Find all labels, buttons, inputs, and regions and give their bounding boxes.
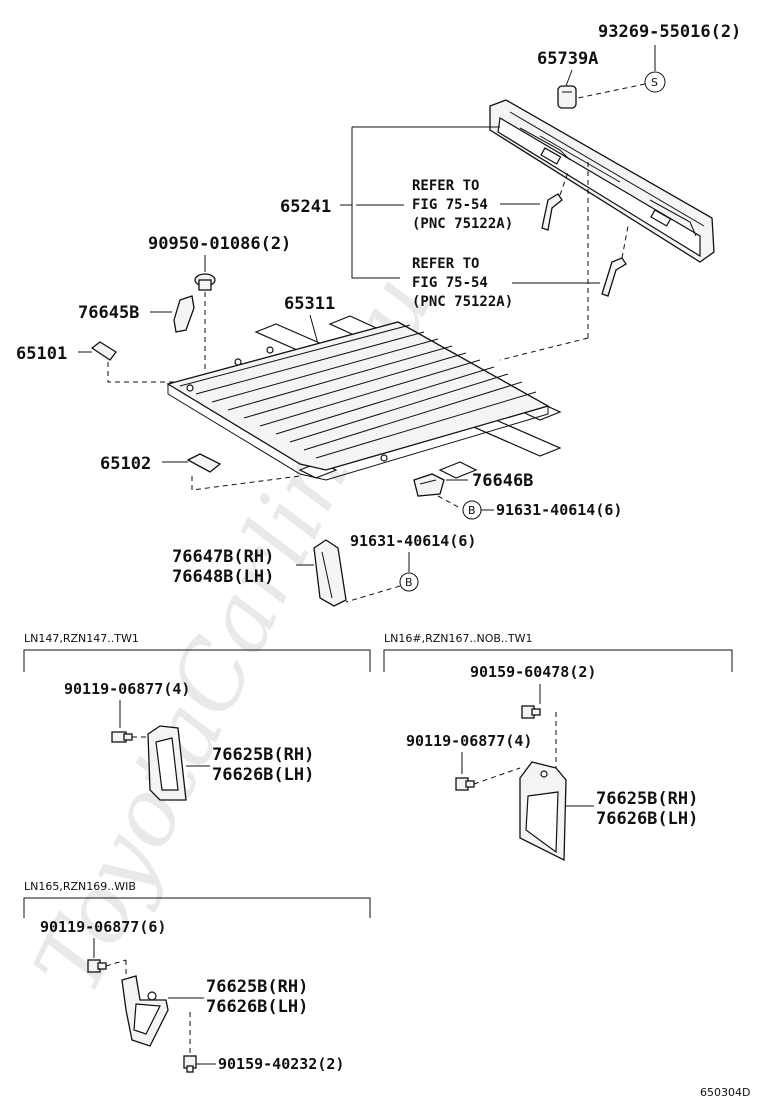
callout-b-2 [399,572,419,592]
part-65241-tailgate [489,99,715,263]
part-tailgate-cable-2 [601,257,627,297]
section3-label-76626b[interactable]: 76626B(LH) [206,997,308,1017]
label-91631-40614-b[interactable]: 91631-40614(6) [350,532,476,550]
part-76647b-guard [313,539,347,607]
section2-label-90159[interactable]: 90159-60478(2) [470,663,596,681]
part-tailgate-cable-1 [541,193,563,231]
section1-label-76626b[interactable]: 76626B(LH) [212,765,314,785]
section1-condition: LN147,RZN147..TW1 [24,632,139,645]
section1-part-mudguard [147,725,187,801]
refer-note-1-line3: (PNC 75122A) [412,216,513,232]
refer-note-2-line2: FIG 75-54 [412,275,488,291]
section3-label-90159[interactable]: 90159-40232(2) [218,1055,344,1073]
label-93269-55016[interactable]: 93269-55016(2) [598,22,741,42]
section3-part-bolt [87,959,107,973]
label-65311[interactable]: 65311 [284,294,335,314]
label-76647b[interactable]: 76647B(RH) [172,547,274,567]
section2-part-mudguard [519,761,567,862]
section2-condition: LN16#,RZN167..NOB..TW1 [384,632,532,645]
label-76646b[interactable]: 76646B [472,471,533,491]
refer-note-2-line1: REFER TO [412,256,479,272]
part-65101-plate [90,341,117,361]
label-65101[interactable]: 65101 [16,344,67,364]
part-65739a-clip [557,85,577,109]
figure-code: 650304D [700,1086,750,1099]
section2-part-bolt [455,777,475,791]
label-65739a[interactable]: 65739A [537,49,598,69]
section2-label-76625b[interactable]: 76625B(RH) [596,789,698,809]
svg-text:S: S [651,76,658,89]
label-76648b[interactable]: 76648B(LH) [172,567,274,587]
section1-label-90119[interactable]: 90119-06877(4) [64,680,190,698]
callout-s [644,71,666,93]
label-76645b[interactable]: 76645B [78,303,139,323]
part-65311-floor [166,315,562,481]
part-90950-grommet [194,273,216,291]
section2-label-76626b[interactable]: 76626B(LH) [596,809,698,829]
refer-note-1-line1: REFER TO [412,178,479,194]
part-76646b-bracket [413,473,445,497]
svg-text:B: B [405,576,413,589]
label-91631-40614-a[interactable]: 91631-40614(6) [496,501,622,519]
refer-note-1-line2: FIG 75-54 [412,197,488,213]
refer-note-2-line3: (PNC 75122A) [412,294,513,310]
label-65241[interactable]: 65241 [280,197,331,217]
section3-condition: LN165,RZN169..WIB [24,880,136,893]
section1-label-76625b[interactable]: 76625B(RH) [212,745,314,765]
section1-part-bolt [111,731,133,743]
svg-text:B: B [468,504,476,517]
section3-part-mudguard [121,975,169,1047]
section2-label-90119[interactable]: 90119-06877(4) [406,732,532,750]
section2-part-bolt-top [521,705,541,719]
section3-part-bolt-bottom [183,1055,197,1073]
section3-label-76625b[interactable]: 76625B(RH) [206,977,308,997]
label-65102[interactable]: 65102 [100,454,151,474]
label-90950-01086[interactable]: 90950-01086(2) [148,234,291,254]
part-76645b-bracket [173,295,195,333]
part-65102-plate [186,453,222,473]
section3-label-90119[interactable]: 90119-06877(6) [40,918,166,936]
